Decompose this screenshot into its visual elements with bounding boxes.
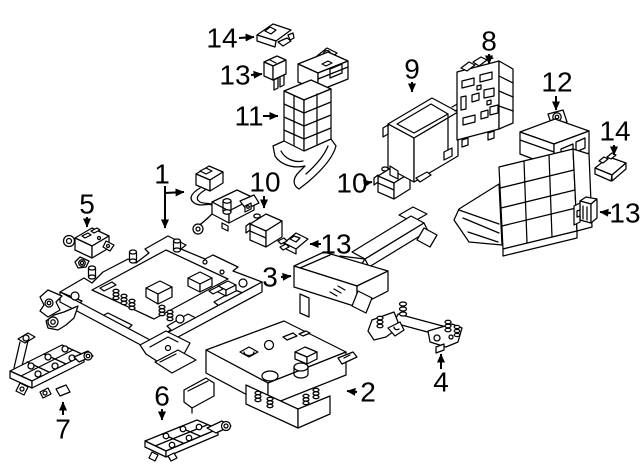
lower-tray-drawing [183,320,358,429]
callout-label: 5 [79,189,95,220]
callout-3: 3 [262,262,292,293]
callout-2: 2 [346,377,376,408]
callout-label: 11 [234,101,263,132]
callout-label: 3 [262,262,278,293]
fuse-middle-drawing [277,232,309,255]
callout-label: 14 [599,116,630,147]
callout-label: 1 [154,159,170,190]
bus-bar-7-drawing [9,332,94,399]
callout-13-top: 13 [219,60,263,91]
callout-label: 4 [433,367,449,398]
bracket-flap [272,138,337,190]
fuse-holder-11-drawing [272,47,349,190]
fuse-14-top-drawing [256,23,295,48]
callout-label: 2 [360,377,376,408]
leader-arrow [238,33,255,42]
leader-arrow [362,179,373,188]
fuse-holder-12-drawing [453,109,593,257]
fuse-13-right-drawing [573,196,598,226]
callout-label: 7 [55,414,71,445]
leader-arrow [280,272,292,281]
callout-label: 14 [206,23,237,54]
callout-10-left: 10 [249,167,281,209]
mounting-bracket-drawing [367,301,463,354]
harness-drawing [190,165,260,235]
callout-11: 11 [234,101,279,132]
callout-label: 13 [609,198,640,229]
cover-duct-drawing [293,206,438,318]
callout-label: 13 [219,60,250,91]
callout-label: 10 [336,168,367,199]
leader-arrow [346,387,358,396]
relay-left-drawing [245,213,283,248]
fuse-13-top-drawing [263,55,287,91]
callout-13-middle: 13 [309,229,352,260]
callout-7: 7 [55,401,71,445]
callout-label: 10 [249,167,280,198]
callout-label: 9 [404,54,420,85]
control-module-drawing [456,56,514,148]
callout-label: 6 [154,381,170,412]
tray-arm [183,377,215,409]
main-fuse-relay-panel-drawing [39,235,263,374]
callout-4: 4 [433,353,449,398]
callout-1: 1 [154,159,185,229]
callout-14-top: 14 [206,23,255,54]
leader-arrow [250,70,263,79]
relay-sensor-drawing [62,227,115,269]
callout-label: 13 [320,229,351,260]
leader-arrow [164,188,185,197]
leader-arrow [599,208,612,217]
fuse-14-right-drawing [594,152,627,182]
callout-14-right: 14 [599,116,631,156]
callout-10-right: 10 [336,168,373,199]
callout-5: 5 [79,189,95,228]
callout-6: 6 [154,381,170,421]
callout-label: 12 [541,67,572,98]
wire [190,187,214,207]
callout-label: 8 [481,26,497,57]
callout-8: 8 [481,26,497,65]
callout-12: 12 [541,67,573,111]
bus-bar-6-drawing [144,419,232,462]
callout-9: 9 [404,54,420,93]
callout-13-right: 13 [599,198,640,229]
